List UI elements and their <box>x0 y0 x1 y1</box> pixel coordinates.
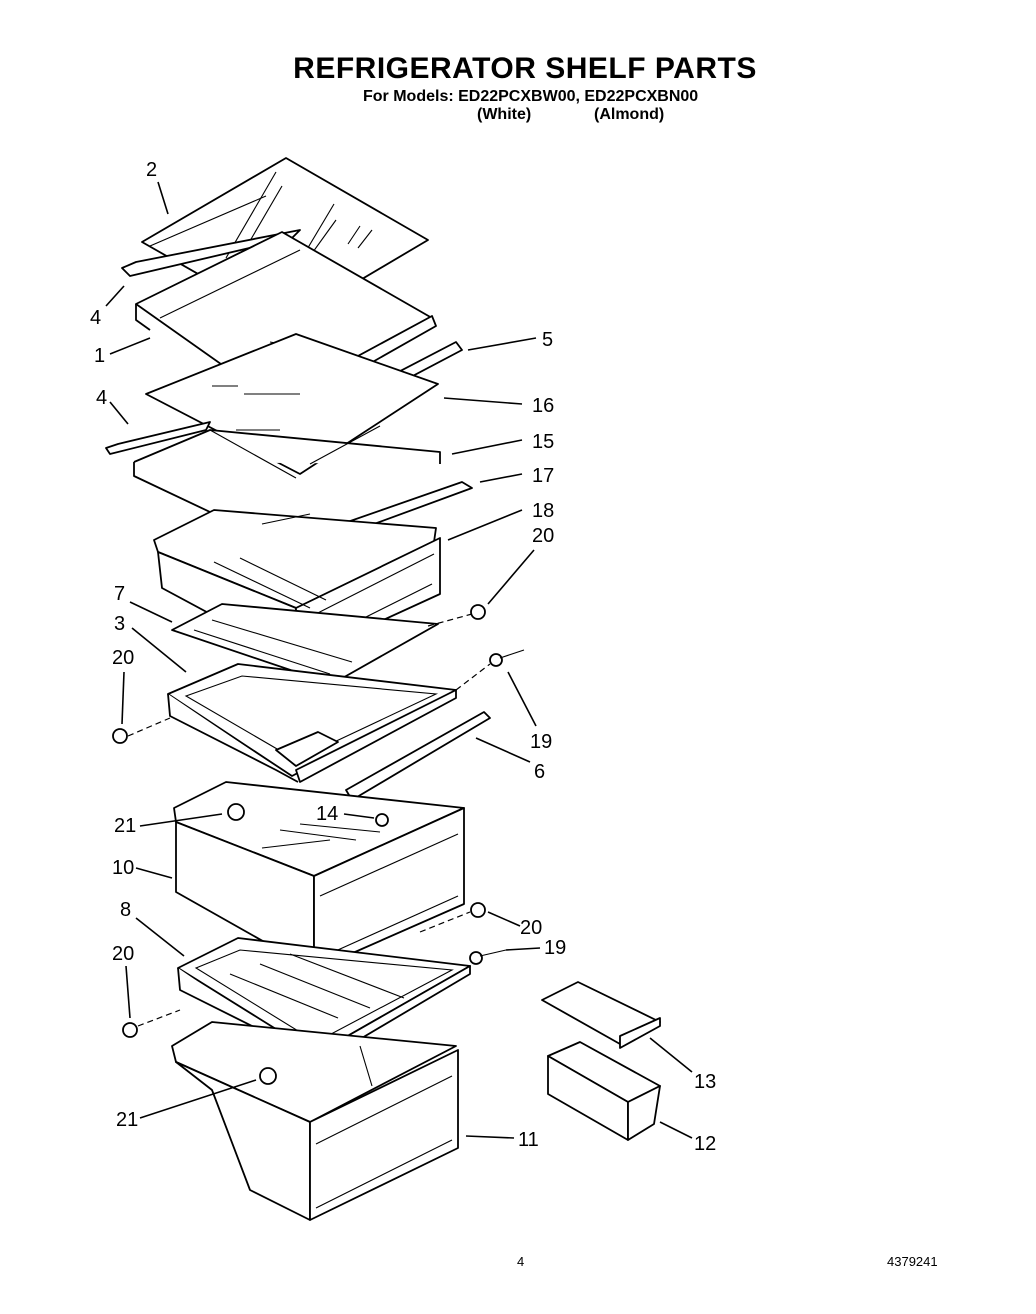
callout-19-b: 19 <box>544 937 566 959</box>
callout-19-a: 19 <box>530 731 552 753</box>
callout-8: 8 <box>120 899 131 921</box>
leader-lines <box>105 181 693 1139</box>
callout-6: 6 <box>534 761 545 783</box>
variant-white: (White) <box>477 106 532 123</box>
callout-20-c: 20 <box>520 917 542 939</box>
variant-almond: (Almond) <box>594 106 665 123</box>
part-glass-tray <box>171 603 439 685</box>
callout-2: 2 <box>146 159 157 181</box>
callout-18: 18 <box>532 500 554 522</box>
document-number: 4379241 <box>887 1254 938 1269</box>
callout-20-d: 20 <box>112 943 134 965</box>
callout-4-lower: 4 <box>96 387 107 409</box>
part-rail-lower <box>105 421 211 455</box>
callout-20-a: 20 <box>532 525 554 547</box>
models-line: For Models: ED22PCXBW00, ED22PCXBN00 <box>363 88 699 105</box>
callout-1: 1 <box>94 345 105 367</box>
callout-7: 7 <box>114 583 125 605</box>
part-frame-3 <box>167 663 457 783</box>
hardware-fasteners <box>112 604 525 1085</box>
callout-11: 11 <box>518 1129 539 1151</box>
callout-3: 3 <box>114 613 125 635</box>
part-rail-upper <box>121 229 301 277</box>
callout-21-b: 21 <box>116 1109 138 1131</box>
part-bin-cover <box>541 981 661 1049</box>
callout-4-upper: 4 <box>90 307 101 329</box>
callout-17: 17 <box>532 465 554 487</box>
callout-12: 12 <box>694 1133 716 1155</box>
callout-15: 15 <box>532 431 554 453</box>
callout-5: 5 <box>542 329 553 351</box>
part-small-bin <box>547 1041 661 1141</box>
callout-14: 14 <box>316 803 338 825</box>
callout-20-b: 20 <box>112 647 134 669</box>
callout-13: 13 <box>694 1071 716 1093</box>
part-bottom-drawer <box>171 1021 459 1221</box>
callout-21-a: 21 <box>114 815 136 837</box>
page-number: 4 <box>517 1254 525 1269</box>
page-title: REFRIGERATOR SHELF PARTS <box>293 52 757 85</box>
callout-16: 16 <box>532 395 554 417</box>
part-lower-crisper <box>173 781 465 971</box>
callout-10: 10 <box>112 857 134 879</box>
